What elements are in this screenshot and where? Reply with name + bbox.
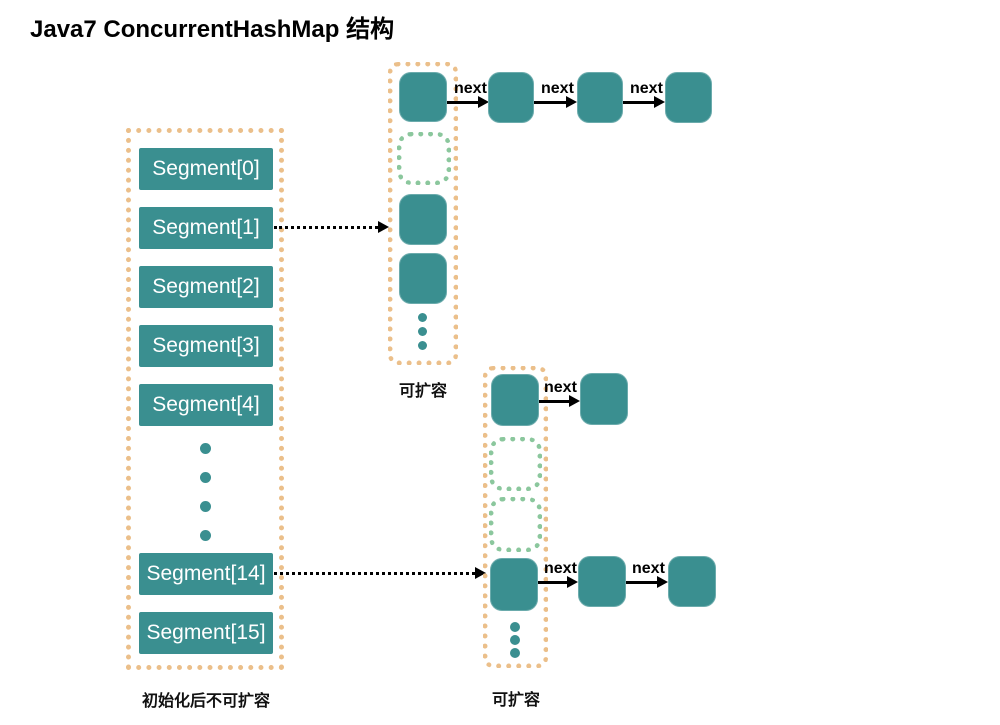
segment1-pointer-arrow-line	[274, 226, 378, 229]
segment-cell: Segment[14]	[139, 553, 273, 595]
segment14-pointer-arrow-head	[475, 567, 486, 579]
hashentry-node	[578, 556, 626, 607]
segment14-pointer-arrow-line	[274, 572, 475, 575]
segment-cell: Segment[1]	[139, 207, 273, 249]
vertical-ellipsis-dot	[510, 635, 520, 645]
vertical-ellipsis-dot	[200, 472, 211, 483]
diagram-title: Java7 ConcurrentHashMap 结构	[30, 16, 395, 43]
hash-bucket-node	[491, 374, 539, 426]
hash-array-top-caption: 可扩容	[399, 383, 448, 400]
hashentry-node	[580, 373, 628, 425]
vertical-ellipsis-dot	[200, 443, 211, 454]
hashentry-node	[668, 556, 716, 607]
hash-array-bottom-caption: 可扩容	[492, 692, 541, 709]
next-arrow-line	[534, 101, 566, 104]
segment-array-frame	[126, 128, 284, 670]
empty-bucket-placeholder	[397, 132, 451, 185]
hash-array-top-frame	[388, 62, 458, 365]
vertical-ellipsis-dot	[510, 648, 520, 658]
hash-bucket-node	[490, 558, 538, 611]
next-arrow-line	[539, 400, 570, 403]
empty-bucket-placeholder	[489, 497, 542, 552]
vertical-ellipsis-dot	[200, 501, 211, 512]
segment-cell: Segment[3]	[139, 325, 273, 367]
next-arrow-line	[538, 581, 568, 584]
next-arrow-head	[657, 576, 668, 588]
next-arrow-head	[478, 96, 489, 108]
vertical-ellipsis-dot	[418, 341, 427, 350]
next-label: next	[454, 80, 487, 97]
segment-cell: Segment[0]	[139, 148, 273, 190]
segment1-pointer-arrow-head	[378, 221, 389, 233]
hashentry-node	[577, 72, 623, 123]
segment-array-caption: 初始化后不可扩容	[142, 693, 271, 710]
hash-array-bottom-frame	[483, 366, 548, 668]
hash-bucket-node	[399, 194, 447, 245]
next-arrow-line	[623, 101, 654, 104]
next-arrow-head	[566, 96, 577, 108]
next-arrow-head	[654, 96, 665, 108]
vertical-ellipsis-dot	[200, 530, 211, 541]
next-arrow-head	[567, 576, 578, 588]
next-label: next	[632, 560, 665, 577]
next-arrow-line	[626, 581, 657, 584]
next-label: next	[544, 560, 577, 577]
vertical-ellipsis-dot	[418, 313, 427, 322]
segment-cell: Segment[4]	[139, 384, 273, 426]
next-arrow-head	[569, 395, 580, 407]
next-label: next	[541, 80, 574, 97]
empty-bucket-placeholder	[489, 437, 542, 491]
next-label: next	[544, 379, 577, 396]
next-arrow-line	[447, 101, 480, 104]
hash-bucket-node	[399, 253, 447, 304]
hash-bucket-node	[399, 72, 447, 122]
segment-cell: Segment[2]	[139, 266, 273, 308]
hashentry-node	[665, 72, 712, 123]
vertical-ellipsis-dot	[418, 327, 427, 336]
segment-cell: Segment[15]	[139, 612, 273, 654]
vertical-ellipsis-dot	[510, 622, 520, 632]
hashentry-node	[488, 72, 534, 123]
next-label: next	[630, 80, 663, 97]
